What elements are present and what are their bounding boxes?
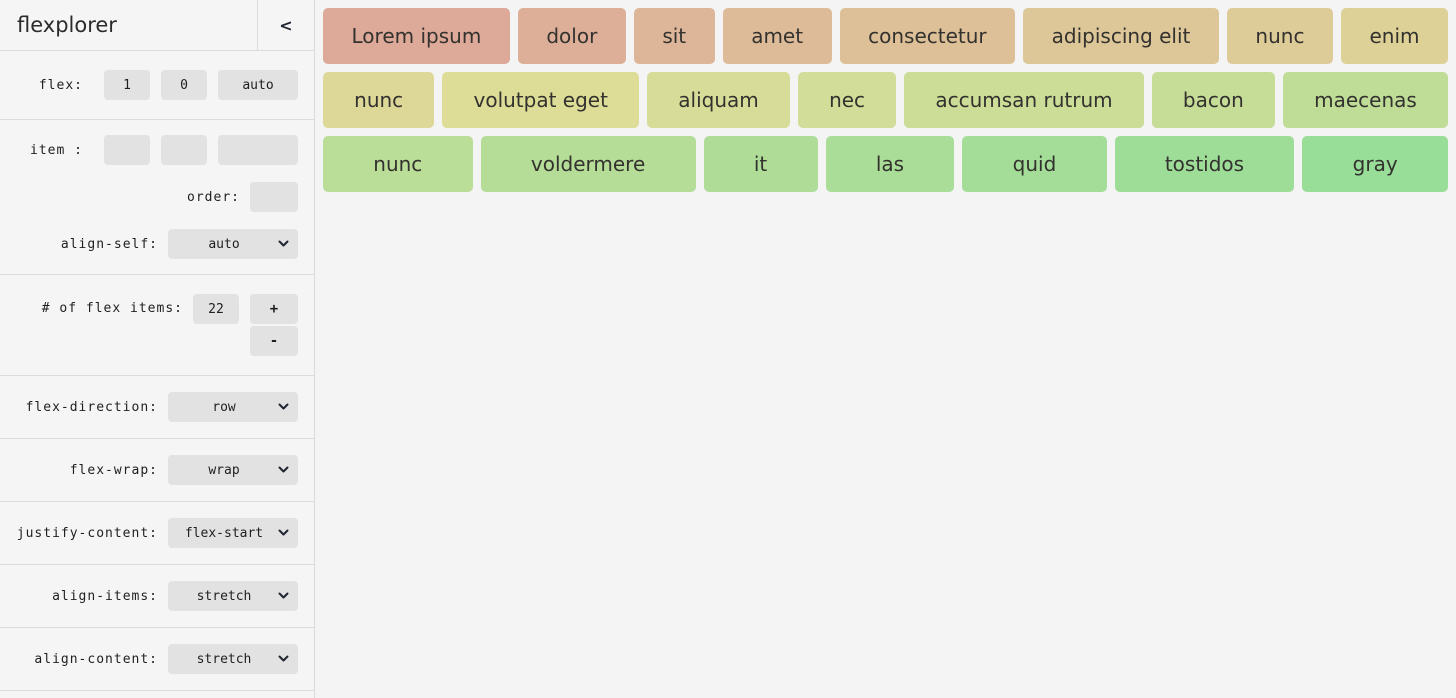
order-input[interactable] bbox=[250, 182, 298, 212]
flex-item[interactable]: maecenas bbox=[1282, 72, 1448, 128]
item-shrink-input[interactable] bbox=[161, 135, 207, 165]
item-basis-input[interactable] bbox=[218, 135, 298, 165]
flex-wrap-select[interactable]: wrap bbox=[168, 455, 298, 485]
flex-item[interactable]: enim bbox=[1340, 8, 1449, 64]
flex-item[interactable]: dolor bbox=[517, 8, 626, 64]
flex-item[interactable]: adipiscing elit bbox=[1023, 8, 1219, 64]
justify-content-label: justify-content: bbox=[16, 525, 158, 541]
flex-item[interactable]: voldermere bbox=[480, 136, 696, 192]
flex-item[interactable]: nunc bbox=[323, 72, 435, 128]
flex-item[interactable]: accumsan rutrum bbox=[904, 72, 1144, 128]
minus-icon: - bbox=[269, 333, 279, 349]
align-self-label: align-self: bbox=[60, 236, 158, 252]
collapse-sidebar-button[interactable]: < bbox=[257, 0, 314, 50]
flex-item[interactable]: quid bbox=[962, 136, 1107, 192]
align-items-label: align-items: bbox=[52, 588, 158, 604]
flex-grow-input[interactable] bbox=[104, 70, 150, 100]
sidebar-header: flexplorer < bbox=[0, 0, 314, 51]
remove-item-button[interactable]: - bbox=[250, 326, 298, 356]
app-title: flexplorer bbox=[17, 13, 117, 37]
num-items-input[interactable] bbox=[193, 294, 239, 324]
flex-item[interactable]: nec bbox=[797, 72, 897, 128]
align-content-select[interactable]: stretch bbox=[168, 644, 298, 674]
plus-icon: + bbox=[269, 301, 279, 317]
flex-direction-label: flex-direction: bbox=[25, 399, 158, 415]
flex-shrink-input[interactable] bbox=[161, 70, 207, 100]
flex-item[interactable]: las bbox=[825, 136, 955, 192]
align-items-section: align-items: stretch bbox=[0, 565, 314, 628]
flex-item[interactable]: nunc bbox=[1226, 8, 1333, 64]
flex-item[interactable]: tostidos bbox=[1114, 136, 1295, 192]
flex-basis-input[interactable] bbox=[218, 70, 298, 100]
flex-item[interactable]: consectetur bbox=[839, 8, 1016, 64]
item-label: item : bbox=[30, 142, 83, 158]
justify-content-section: justify-content: flex-start bbox=[0, 502, 314, 565]
flex-item[interactable]: it bbox=[703, 136, 818, 192]
add-item-button[interactable]: + bbox=[250, 294, 298, 324]
flex-label: flex: bbox=[38, 77, 83, 93]
item-properties-section: item : order: align-self: auto bbox=[0, 120, 314, 275]
flex-wrap-label: flex-wrap: bbox=[69, 462, 158, 478]
order-label: order: bbox=[187, 189, 240, 205]
justify-content-select[interactable]: flex-start bbox=[168, 518, 298, 548]
flex-item[interactable]: aliquam bbox=[647, 72, 790, 128]
flex-shorthand-section: flex: bbox=[0, 51, 314, 120]
flex-item[interactable]: nunc bbox=[323, 136, 473, 192]
flex-direction-section: flex-direction: row bbox=[0, 376, 314, 439]
chevron-left-icon: < bbox=[279, 15, 293, 35]
flex-item[interactable]: bacon bbox=[1151, 72, 1275, 128]
flex-item[interactable]: amet bbox=[722, 8, 832, 64]
flex-item[interactable]: volutpat eget bbox=[442, 72, 640, 128]
flex-direction-select[interactable]: row bbox=[168, 392, 298, 422]
align-content-label: align-content: bbox=[34, 651, 158, 667]
flex-item[interactable]: sit bbox=[633, 8, 715, 64]
flex-wrap-section: flex-wrap: wrap bbox=[0, 439, 314, 502]
num-items-label: # of flex items: bbox=[41, 301, 183, 316]
flex-item[interactable]: Lorem ipsum bbox=[323, 8, 510, 64]
item-count-section: # of flex items: + - bbox=[0, 275, 314, 376]
align-self-select[interactable]: auto bbox=[168, 229, 298, 259]
sidebar: flexplorer < flex: item : order: align-s… bbox=[0, 0, 315, 698]
align-items-select[interactable]: stretch bbox=[168, 581, 298, 611]
item-grow-input[interactable] bbox=[104, 135, 150, 165]
flex-item[interactable]: gray bbox=[1302, 136, 1448, 192]
align-content-section: align-content: stretch bbox=[0, 628, 314, 691]
